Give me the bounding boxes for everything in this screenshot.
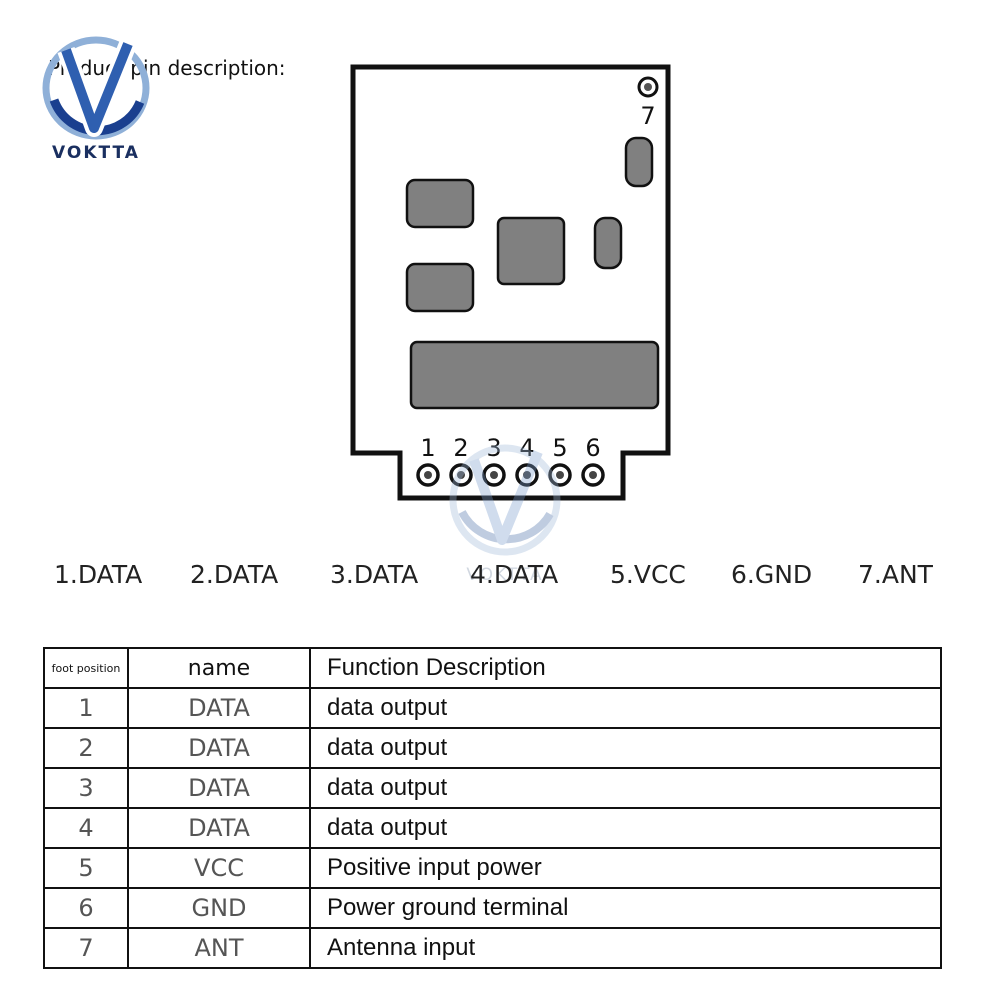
pin-number: 2 [453,434,468,462]
table-header-row: foot position name Function Description [43,647,942,689]
table-row: 5 VCC Positive input power [43,847,942,889]
cell-position: 7 [43,927,129,969]
cell-name: VCC [127,847,311,889]
component-pad [405,262,475,313]
component-pad [405,178,475,229]
pin-number: 4 [519,434,534,462]
watermark-logo: VOKTTA [449,444,561,585]
cell-position: 3 [43,767,129,809]
cell-name: DATA [127,727,311,769]
page-title: Product pin description: [48,56,286,80]
pin-hole-center [490,471,498,479]
cell-position: 6 [43,887,129,929]
cell-name: ANT [127,927,311,969]
brand-logo: VOKTTA [42,36,150,163]
cell-description: data output [309,727,942,769]
pin-hole-center [523,471,531,479]
cell-position: 1 [43,687,129,729]
cell-description: Power ground terminal [309,887,942,929]
table-row: 3 DATA data output [43,767,942,809]
pin-number: 3 [486,434,501,462]
header-foot-position: foot position [43,647,129,689]
table-row: 1 DATA data output [43,687,942,729]
pin-label: 2.DATA [190,560,279,589]
pin-number: 1 [420,434,435,462]
cell-position: 2 [43,727,129,769]
pin-hole-center [457,471,465,479]
table-row: 4 DATA data output [43,807,942,849]
crystal-pad [409,340,660,410]
small-pad [593,216,623,270]
table-row: 6 GND Power ground terminal [43,887,942,929]
cell-position: 4 [43,807,129,849]
header-name: name [127,647,311,689]
table-row: 7 ANT Antenna input [43,927,942,969]
cell-name: DATA [127,767,311,809]
pin-hole-center [589,471,597,479]
pin-hole-center [556,471,564,479]
cell-description: data output [309,687,942,729]
ant-pin-number: 7 [640,102,655,130]
cell-name: DATA [127,687,311,729]
header-function-description: Function Description [309,647,942,689]
pin-label: 5.VCC [610,560,686,589]
cell-description: data output [309,767,942,809]
table-row: 2 DATA data output [43,727,942,769]
pin-hole-center [424,471,432,479]
pin-label: 6.GND [731,560,813,589]
cell-position: 5 [43,847,129,889]
pin-label: 4.DATA [470,560,559,589]
pin-number: 5 [552,434,567,462]
cell-description: Positive input power [309,847,942,889]
pin-number: 6 [585,434,600,462]
svg-text:VOKTTA: VOKTTA [52,143,140,163]
pin-label: 1.DATA [54,560,143,589]
cell-description: data output [309,807,942,849]
pin-label: 7.ANT [858,560,933,589]
pin-table: foot position name Function Description … [43,647,942,969]
chip-pad [496,216,566,286]
small-pad [624,136,654,188]
cell-name: GND [127,887,311,929]
pin-label: 3.DATA [330,560,419,589]
cell-name: DATA [127,807,311,849]
svg-text:VOKTTA: VOKTTA [466,565,543,585]
cell-description: Antenna input [309,927,942,969]
